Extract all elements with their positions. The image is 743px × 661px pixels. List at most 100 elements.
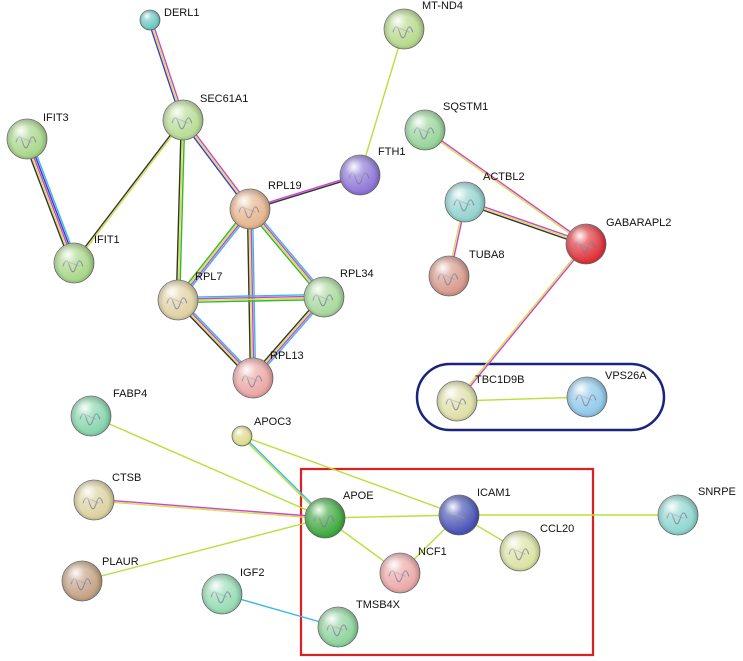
node-igf2[interactable]: IGF2 bbox=[201, 567, 264, 615]
edge-evidence-line bbox=[72, 118, 184, 264]
node-actbl2[interactable]: ACTBL2 bbox=[444, 171, 525, 223]
edge-evidence-line bbox=[464, 199, 588, 244]
node-label: ICAM1 bbox=[477, 487, 511, 499]
edge-tbc1d9b-vps26a bbox=[456, 396, 588, 402]
node-highlight bbox=[230, 189, 270, 229]
edge-apoc3-icam1 bbox=[241, 435, 460, 516]
edge-evidence-line bbox=[464, 201, 587, 245]
edge-evidence-line bbox=[178, 119, 186, 301]
node-highlight bbox=[429, 256, 469, 296]
node-label: IFIT3 bbox=[43, 112, 69, 124]
edge-evidence-line bbox=[177, 297, 325, 302]
node-label: RPL34 bbox=[340, 268, 374, 280]
edge-evidence-line bbox=[177, 298, 325, 304]
edge-evidence-line bbox=[177, 119, 184, 301]
node-highlight bbox=[318, 607, 358, 647]
node-label: TMSB4X bbox=[356, 599, 401, 611]
edge-evidence-line bbox=[29, 137, 78, 263]
edge-evidence-line bbox=[23, 139, 72, 265]
node-highlight bbox=[158, 280, 198, 320]
node-label: APOE bbox=[343, 490, 374, 502]
node-rpl7[interactable]: RPL7 bbox=[157, 271, 223, 321]
node-icam1[interactable]: ICAM1 bbox=[438, 487, 511, 536]
node-label: GABARAPL2 bbox=[606, 217, 671, 229]
node-derl1[interactable]: DERL1 bbox=[139, 7, 199, 31]
edge-evidence-line bbox=[24, 138, 74, 265]
node-label: ACTBL2 bbox=[483, 171, 525, 183]
node-snrpe[interactable]: SNRPE bbox=[657, 486, 736, 536]
edge-evidence-line bbox=[177, 295, 325, 300]
node-highlight bbox=[71, 396, 111, 436]
edge-evidence-line bbox=[177, 293, 325, 299]
edge-actbl2-gabarapl2 bbox=[463, 199, 588, 247]
node-sec61a1[interactable]: SEC61A1 bbox=[162, 93, 248, 141]
node-label: CCL20 bbox=[540, 523, 574, 535]
node-rpl13[interactable]: RPL13 bbox=[232, 350, 304, 399]
node-highlight bbox=[445, 182, 485, 222]
node-highlight bbox=[74, 480, 114, 520]
node-label: PLAUR bbox=[102, 556, 139, 568]
edge-ifit3-ifit1 bbox=[23, 137, 78, 265]
node-ccl20[interactable]: CCL20 bbox=[499, 523, 574, 572]
node-highlight bbox=[384, 9, 424, 49]
node-label: TUBA8 bbox=[469, 249, 504, 261]
edge-plaur-apoe bbox=[81, 517, 326, 582]
node-gabarapl2[interactable]: GABARAPL2 bbox=[565, 217, 671, 265]
node-highlight bbox=[305, 498, 345, 538]
node-mt-nd4[interactable]: MT-ND4 bbox=[383, 0, 463, 50]
edge-evidence-line bbox=[456, 396, 588, 402]
edge-apoe-icam1 bbox=[324, 514, 460, 519]
node-tuba8[interactable]: TUBA8 bbox=[428, 249, 504, 297]
node-ifit3[interactable]: IFIT3 bbox=[6, 112, 69, 160]
node-label: FTH1 bbox=[378, 146, 406, 158]
edge-sqstm1-gabarapl2 bbox=[423, 128, 588, 246]
node-rpl19[interactable]: RPL19 bbox=[229, 180, 302, 230]
node-highlight bbox=[233, 358, 273, 398]
node-rpl34[interactable]: RPL34 bbox=[303, 268, 374, 318]
node-ncf1[interactable]: NCF1 bbox=[379, 546, 447, 594]
node-apoc3[interactable]: APOC3 bbox=[231, 416, 291, 447]
edge-evidence-line bbox=[423, 129, 587, 246]
node-highlight bbox=[500, 531, 540, 571]
node-ctsb[interactable]: CTSB bbox=[73, 472, 141, 521]
node-tmsb4x[interactable]: TMSB4X bbox=[317, 599, 401, 648]
edge-ctsb-apoe bbox=[93, 498, 326, 520]
node-ifit1[interactable]: IFIT1 bbox=[53, 234, 120, 284]
edge-evidence-line bbox=[246, 208, 252, 379]
edge-evidence-line bbox=[359, 28, 405, 176]
edge-evidence-line bbox=[455, 242, 587, 402]
edge-evidence-line bbox=[26, 138, 75, 264]
node-apoe[interactable]: APOE bbox=[304, 490, 374, 539]
edge-evidence-line bbox=[241, 435, 460, 516]
node-highlight bbox=[405, 110, 445, 150]
edge-evidence-line bbox=[424, 128, 588, 245]
node-label: DERL1 bbox=[164, 7, 199, 19]
node-highlight bbox=[7, 119, 47, 159]
node-tbc1d9b[interactable]: TBC1D9B bbox=[436, 374, 525, 422]
edge-ifit1-sec61a1 bbox=[72, 118, 185, 265]
edge-evidence-line bbox=[456, 243, 588, 403]
edge-evidence-line bbox=[93, 498, 326, 518]
edge-evidence-line bbox=[27, 137, 77, 264]
node-highlight bbox=[163, 100, 203, 140]
node-sqstm1[interactable]: SQSTM1 bbox=[404, 101, 488, 151]
node-highlight bbox=[658, 495, 698, 535]
node-label: SEC61A1 bbox=[200, 93, 248, 105]
node-label: SNRPE bbox=[698, 486, 736, 498]
edge-rpl7-rpl34 bbox=[177, 293, 325, 304]
edge-evidence-line bbox=[248, 208, 253, 379]
group-vps-complex bbox=[415, 362, 666, 432]
node-highlight bbox=[304, 277, 344, 317]
node-highlight bbox=[232, 426, 252, 446]
edge-rpl19-rpl13 bbox=[246, 208, 257, 379]
node-fth1[interactable]: FTH1 bbox=[339, 146, 406, 196]
edge-evidence-line bbox=[251, 208, 257, 379]
edge-evidence-line bbox=[81, 517, 326, 582]
node-plaur[interactable]: PLAUR bbox=[61, 556, 139, 602]
node-fabp4[interactable]: FABP4 bbox=[70, 388, 147, 437]
edge-gabarapl2-tbc1d9b bbox=[455, 242, 588, 403]
node-label: MT-ND4 bbox=[422, 0, 463, 12]
node-vps26a[interactable]: VPS26A bbox=[566, 370, 647, 418]
